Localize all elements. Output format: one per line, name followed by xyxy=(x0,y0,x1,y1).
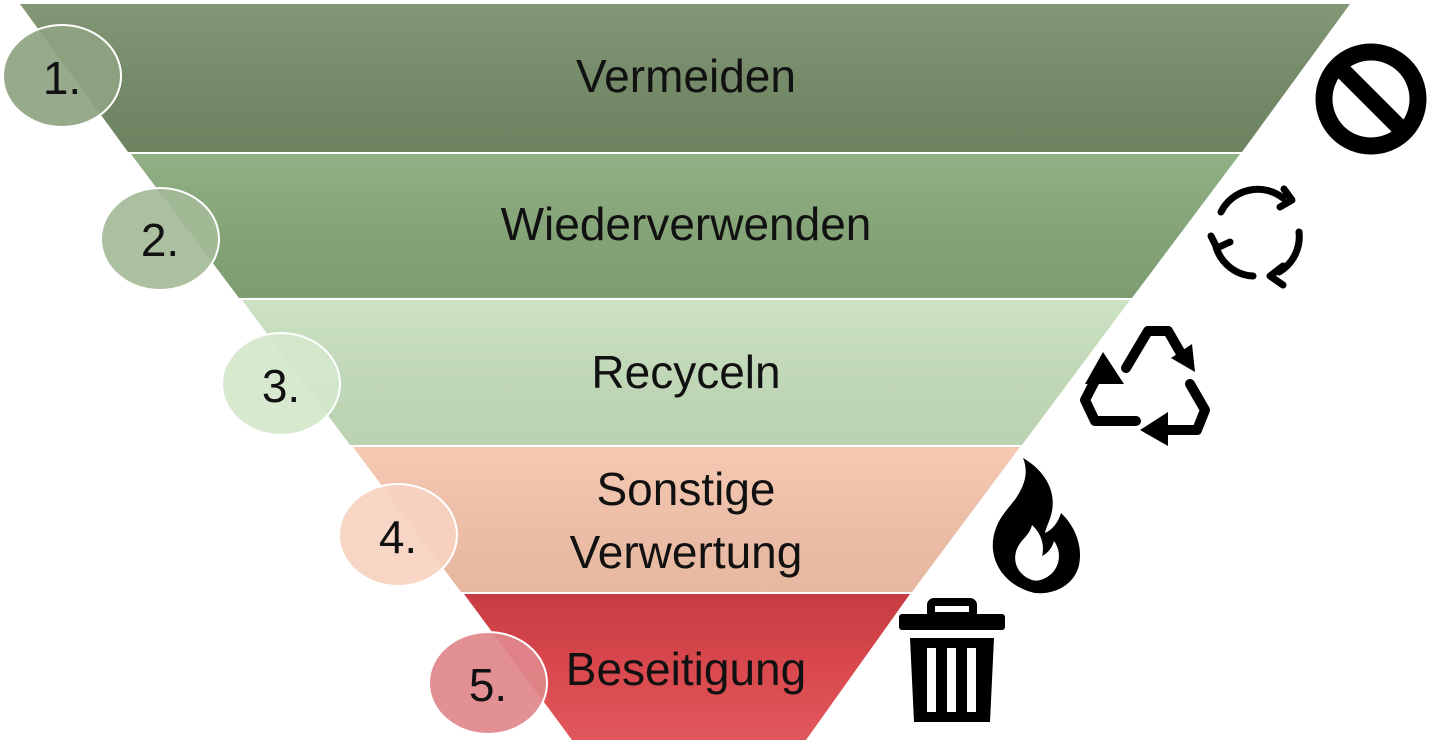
badge-2-ellipse xyxy=(100,187,220,291)
badge-1-ellipse xyxy=(2,24,122,128)
level-1-band-shade xyxy=(20,4,1350,152)
badge-1: 1. xyxy=(2,24,122,128)
badge-5-number: 5. xyxy=(469,659,507,711)
level-5-label: Beseitigung xyxy=(566,643,806,695)
level-1: Vermeiden xyxy=(20,4,1350,152)
level-2-label: Wiederverwenden xyxy=(501,198,872,250)
flame-icon xyxy=(992,458,1081,594)
level-4: Sonstige Verwertung xyxy=(353,447,1020,592)
level-5: Beseitigung xyxy=(464,594,910,740)
badge-1-number: 1. xyxy=(43,52,81,104)
cycle-arrows-icon xyxy=(1207,185,1303,289)
badge-5: 5. xyxy=(428,631,548,735)
badge-2-number: 2. xyxy=(141,214,179,266)
badge-3-ellipse xyxy=(221,332,341,436)
recycle-icon xyxy=(1080,326,1210,446)
level-3-band-shade xyxy=(242,300,1130,445)
badge-3: 3. xyxy=(221,332,341,436)
badge-4-ellipse xyxy=(338,483,458,587)
badge-2: 2. xyxy=(100,187,220,291)
badge-4-number: 4. xyxy=(379,511,417,563)
level-2: Wiederverwenden xyxy=(131,154,1240,298)
badge-4: 4. xyxy=(338,483,458,587)
level-1-label: Vermeiden xyxy=(576,50,796,102)
level-3: Recyceln xyxy=(242,300,1130,445)
badge-5-ellipse xyxy=(428,631,548,735)
level-2-band-shade xyxy=(131,154,1240,298)
level-5-band xyxy=(464,594,910,740)
level-4-label-line-1: Sonstige xyxy=(596,463,775,515)
level-4-label-line-2: Verwertung xyxy=(570,526,803,578)
level-4-band-shade xyxy=(353,447,1020,592)
badge-3-number: 3. xyxy=(262,360,300,412)
prohibited-icon xyxy=(1315,43,1427,155)
trash-can-icon xyxy=(899,598,1005,722)
level-3-label: Recyceln xyxy=(591,346,780,398)
